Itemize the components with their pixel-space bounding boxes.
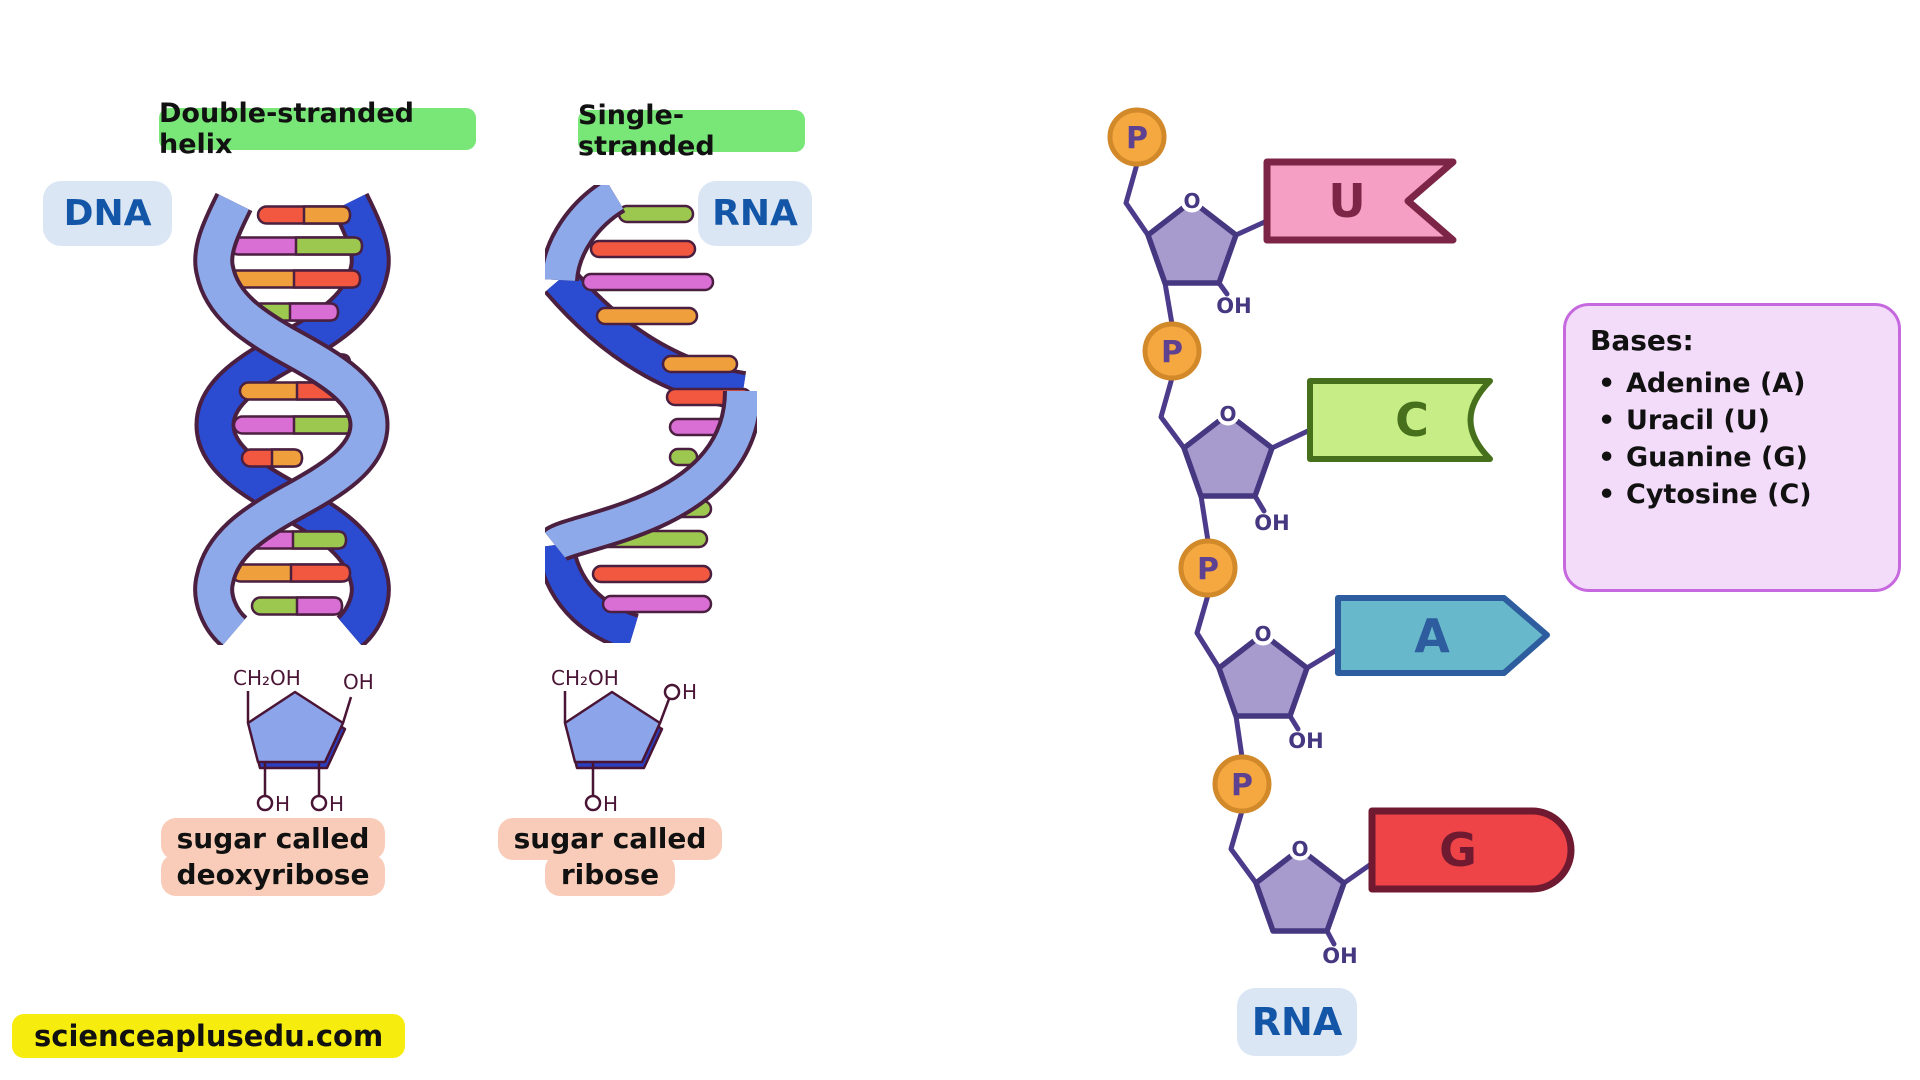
base-flag-c (1307, 378, 1493, 462)
bullet-icon: • (1598, 479, 1616, 510)
bullet-icon: • (1598, 442, 1616, 473)
bases-legend-item: • Adenine (A) (1598, 365, 1898, 402)
rna-back-segment (546, 269, 746, 407)
caption-line: ribose (544, 854, 676, 896)
phosphate-letter: P (1197, 552, 1219, 587)
base-flag-u (1263, 158, 1457, 244)
phosphate-letter: P (1161, 335, 1183, 370)
dna-back-ribbon (198, 194, 387, 645)
caption-line: sugar called (497, 818, 723, 860)
bases-legend-box: Bases: • Adenine (A) • Uracil (U) • Guan… (1563, 303, 1901, 592)
h-label: H (603, 792, 618, 816)
dna-base-rungs (226, 205, 364, 616)
bases-legend-item-label: Guanine (G) (1626, 442, 1808, 473)
ring-oxygen-labels: O O O O (1180, 189, 1312, 861)
sugar-rings (1145, 198, 1347, 934)
rna-back-segment (545, 542, 639, 643)
hydroxyl-label: OH (1322, 944, 1357, 968)
rna-front-segment (545, 390, 757, 559)
sugar-ring (1181, 411, 1275, 499)
phosphate-letter: P (1231, 768, 1253, 803)
ring-oxygen-bg (1216, 402, 1240, 426)
rna-strand-type-label: Single-stranded (578, 100, 805, 162)
ring-oxygen-bg (1180, 189, 1204, 213)
hydroxyl-label: OH (1254, 511, 1289, 535)
phosphate-circle (1212, 754, 1272, 814)
phosphate-circle (1142, 321, 1202, 381)
rna-nucleotide-chain: P P P P O O O O OH OH OH OH U C A G (1107, 107, 1575, 968)
sugar-pentagon (246, 690, 345, 764)
bases-legend-item: • Cytosine (C) (1598, 476, 1898, 513)
ring-oxygen-letter: O (1254, 622, 1271, 646)
caption-line: sugar called (160, 818, 386, 860)
deoxyribose-caption: sugar called deoxyribose (160, 818, 386, 896)
ring-oxygen-bg (1251, 622, 1275, 646)
bases-legend-item-label: Adenine (A) (1626, 368, 1806, 399)
hydroxyl-o-circle (663, 683, 681, 701)
bases-legend-title: Bases: (1590, 324, 1694, 357)
hydroxyl-label: OH (1216, 294, 1251, 318)
h-label: H (682, 680, 697, 704)
ring-oxygen-letter: O (1291, 837, 1308, 861)
hydroxyl-o-circle (310, 794, 328, 812)
ring-oxygen-letter: O (1219, 402, 1236, 426)
dna-front-ribbon (197, 194, 386, 645)
h-label: H (275, 792, 290, 816)
deoxyribose-structure: CH₂OH OH H H (233, 666, 374, 816)
base-letter-c: C (1395, 393, 1429, 447)
hydroxyl-label: OH (1288, 729, 1323, 753)
sugar-ring (1253, 846, 1347, 934)
sugar-pentagon (563, 690, 662, 764)
dna-title-badge: DNA (43, 181, 172, 246)
bond-lines (246, 691, 353, 796)
bases-legend-item: • Guanine (G) (1598, 439, 1898, 476)
bond-lines (563, 691, 671, 796)
phosphate-letter: P (1126, 121, 1148, 156)
bases-legend-item-label: Cytosine (C) (1626, 479, 1812, 510)
phosphate-circle (1107, 107, 1167, 167)
bases-legend-item-label: Uracil (U) (1626, 405, 1770, 436)
sugar-ring (1145, 198, 1239, 286)
rna-title-badge: RNA (698, 181, 812, 246)
ch2oh-label: CH₂OH (551, 666, 619, 690)
chain-rna-title-badge: RNA (1237, 988, 1357, 1056)
sugar-ring (1216, 631, 1310, 719)
dna-double-helix-illustration (193, 192, 391, 645)
hydroxyl-o-circle (584, 794, 602, 812)
watermark-label: scienceaplusedu.com (12, 1014, 406, 1058)
phosphate-circle (1178, 538, 1238, 598)
ring-oxygen-letter: O (1183, 189, 1200, 213)
bases-legend-item: • Uracil (U) (1598, 402, 1898, 439)
rna-front-segment (545, 185, 624, 282)
ribose-structure: CH₂OH H H (551, 666, 697, 816)
caption-line: deoxyribose (160, 854, 386, 896)
base-flag-g (1368, 807, 1575, 893)
hydroxyl-o-circle (256, 794, 274, 812)
ch2oh-label: CH₂OH (233, 666, 301, 690)
phosphate-groups: P P P P (1107, 107, 1272, 814)
h-label: H (329, 792, 344, 816)
bullet-icon: • (1598, 405, 1616, 436)
base-letter-g: G (1439, 823, 1477, 877)
bullet-icon: • (1598, 368, 1616, 399)
ring-oxygen-bg (1288, 837, 1312, 861)
base-flag-a (1335, 595, 1550, 676)
hydroxyl-labels: OH OH OH OH (1216, 294, 1357, 968)
ribose-caption: sugar called ribose (497, 818, 723, 896)
base-letter-u: U (1328, 174, 1365, 228)
dna-strand-type-label: Double-stranded helix (159, 98, 476, 160)
oh-label: OH (343, 670, 374, 694)
rna-single-strand-illustration (545, 185, 757, 643)
base-letter-a: A (1414, 609, 1450, 663)
